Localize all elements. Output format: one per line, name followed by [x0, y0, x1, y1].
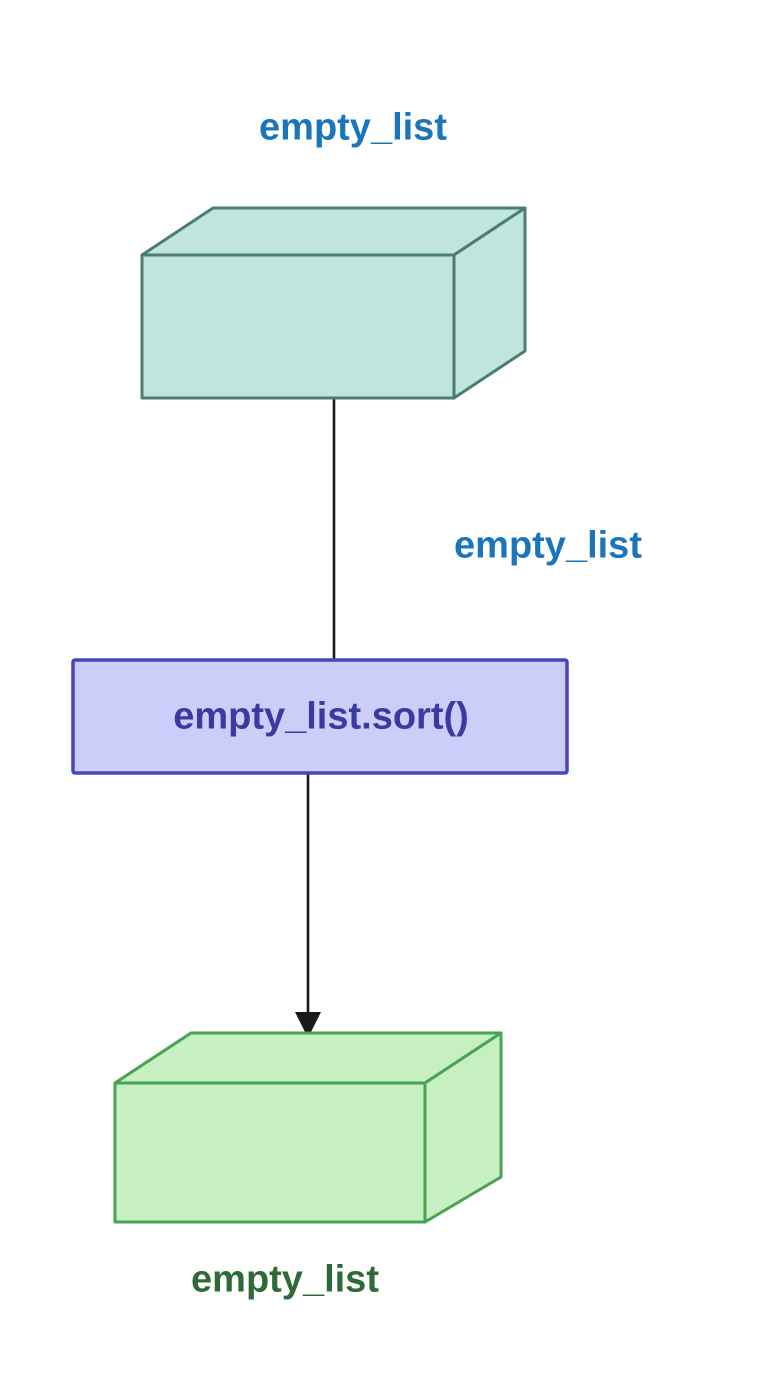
result-variable-label: empty_list — [191, 1258, 379, 1301]
source-variable-label: empty_list — [259, 106, 447, 149]
source-box-front-face — [140, 253, 456, 400]
result-list-box — [113, 1031, 503, 1224]
source-list-box — [140, 206, 527, 400]
result-box-front-face — [113, 1081, 427, 1224]
arrowhead-icon — [295, 1012, 321, 1038]
operation-box — [71, 658, 569, 775]
edge-label: empty_list — [454, 524, 642, 567]
operation-label: empty_list.sort() — [173, 695, 469, 738]
